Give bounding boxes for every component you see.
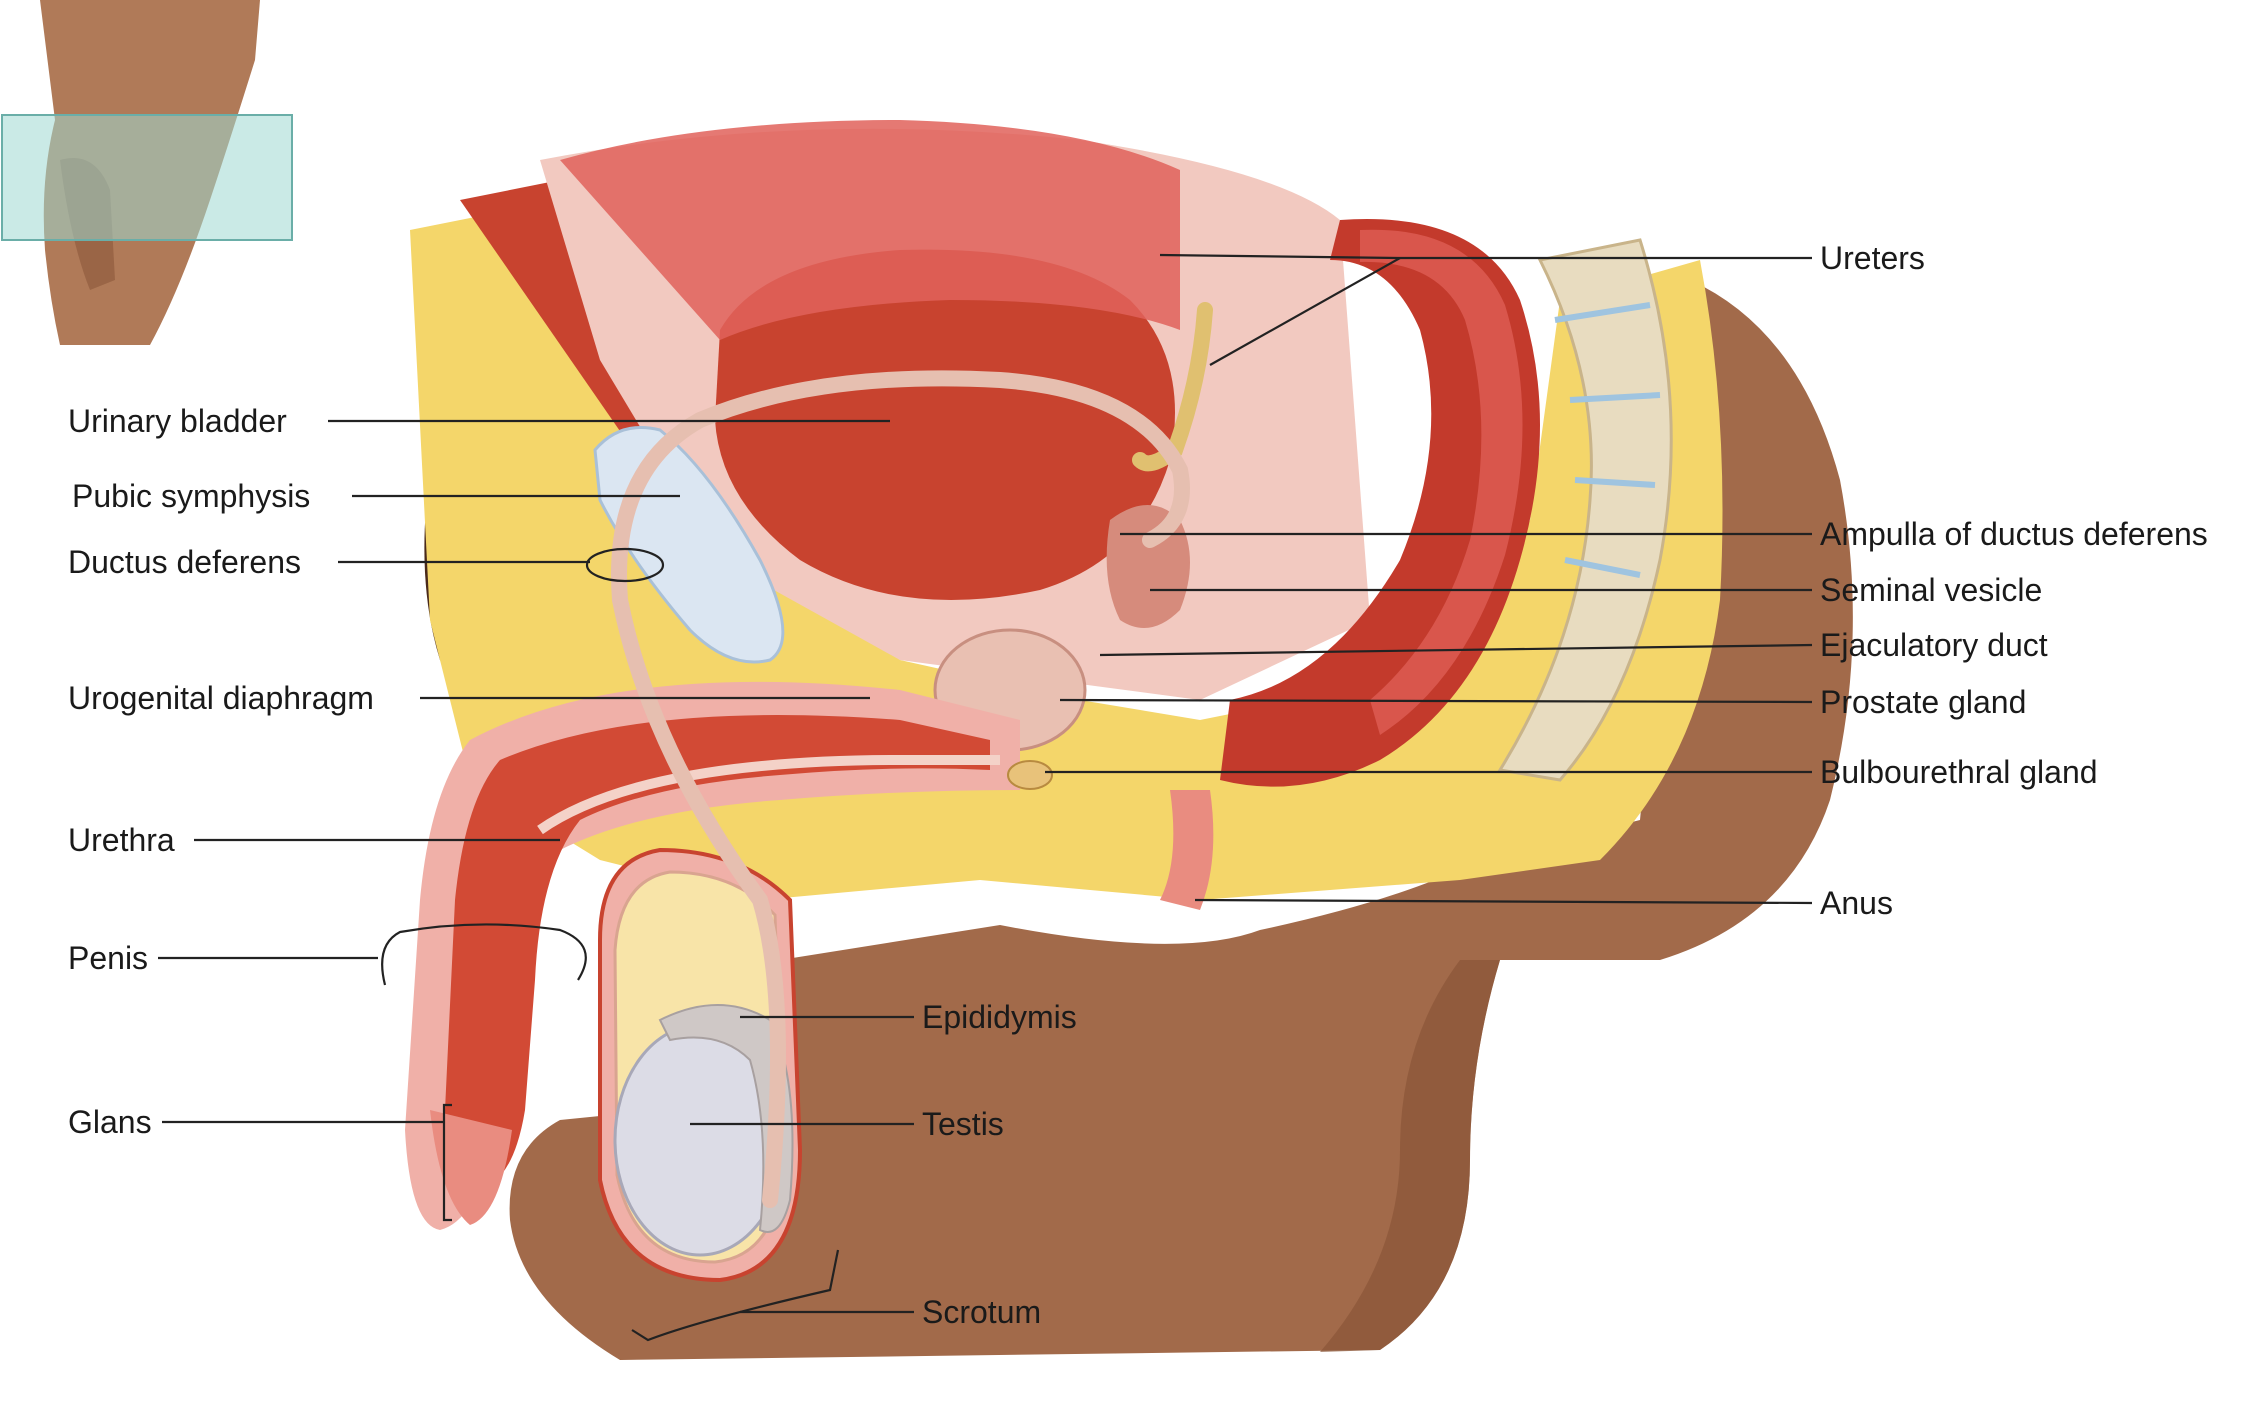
label-ampulla-of-ductus-deferens: Ampulla of ductus deferens (1820, 516, 2208, 552)
label-pubic-symphysis: Pubic symphysis (72, 478, 311, 514)
label-scrotum: Scrotum (922, 1294, 1042, 1330)
leader-lines (158, 253, 1813, 1342)
label-urinary-bladder: Urinary bladder (68, 403, 287, 439)
sacrum (1497, 238, 1673, 782)
label-glans: Glans (68, 1104, 152, 1140)
rectum (1220, 219, 1540, 787)
label-seminal-vesicle: Seminal vesicle (1820, 572, 2043, 608)
label-penis: Penis (68, 940, 149, 976)
skin-silhouette (509, 280, 1853, 1360)
anal-canal (1160, 790, 1214, 910)
label-prostate-gland: Prostate gland (1820, 684, 2027, 720)
label-ureters: Ureters (1820, 240, 1925, 276)
ductus-deferens (611, 370, 1190, 1208)
label-ductus-deferens: Ductus deferens (68, 544, 302, 580)
label-bulbourethral-gland: Bulbourethral gland (1820, 754, 2098, 790)
bulbourethral-gland (1007, 760, 1053, 790)
label-anus: Anus (1820, 885, 1893, 921)
label-testis: Testis (922, 1106, 1004, 1142)
ureter (1132, 302, 1213, 472)
label-ejaculatory-duct: Ejaculatory duct (1820, 627, 2048, 663)
inset-body-thumbnail (1, 0, 293, 345)
label-urogenital-diaphragm: Urogenital diaphragm (68, 680, 374, 716)
label-urethra: Urethra (68, 822, 175, 858)
urinary-bladder (560, 120, 1180, 601)
label-epididymis: Epididymis (922, 999, 1077, 1035)
